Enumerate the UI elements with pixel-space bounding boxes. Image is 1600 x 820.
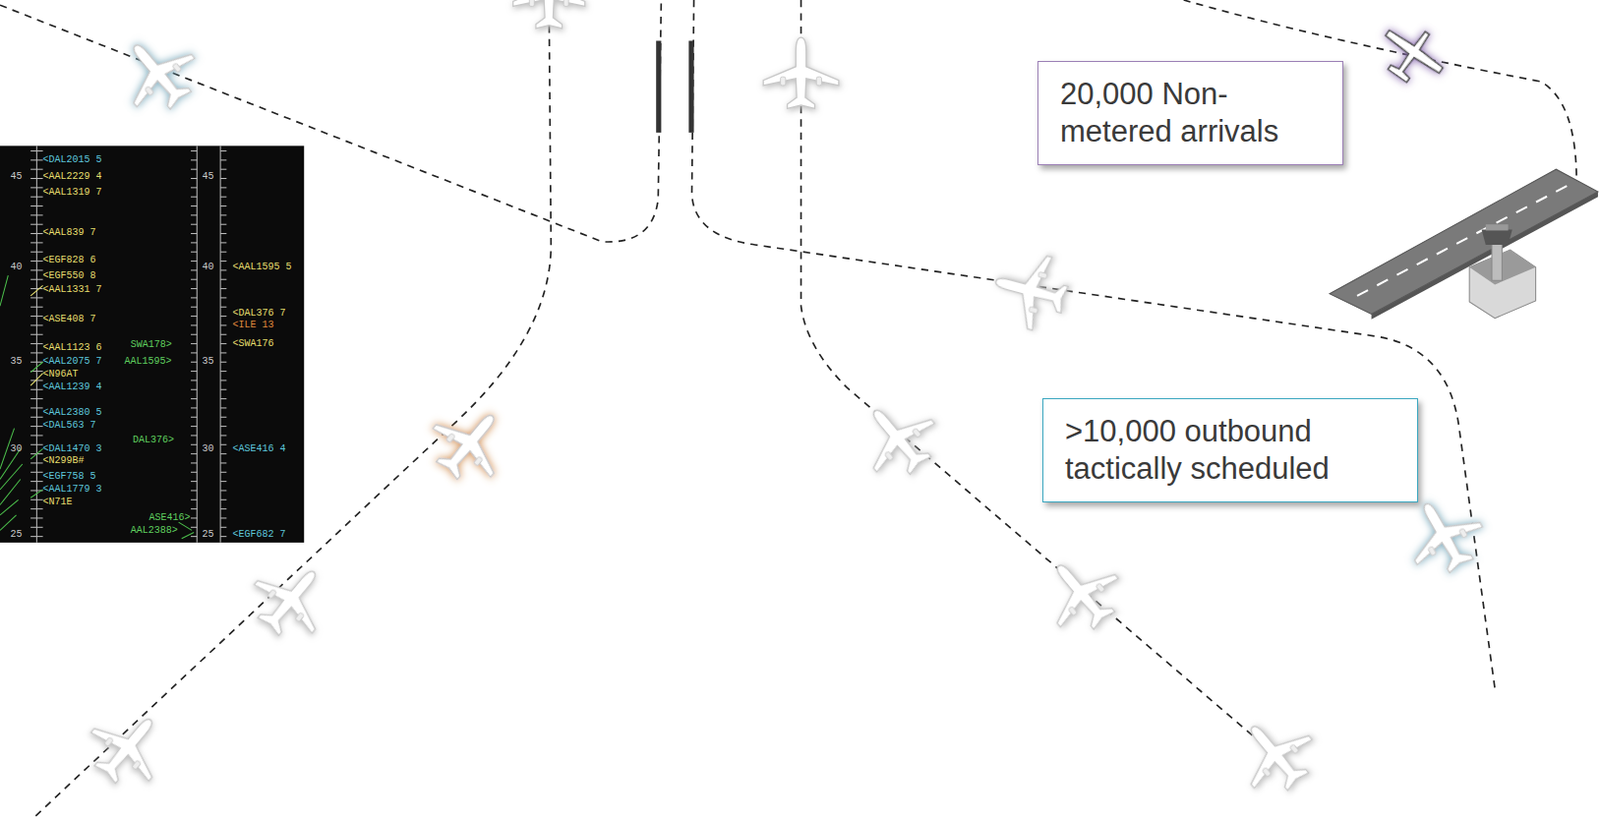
runway: [1329, 169, 1599, 319]
flight-label: <AAL2229 4: [43, 171, 103, 183]
flight-label: <EGF550 8: [43, 270, 97, 283]
flight-label: <N71E: [43, 496, 73, 509]
flight-label: <SWA176: [233, 338, 275, 351]
flight-label: <EGF682 7: [233, 529, 287, 541]
flight-label: <DAL376 7: [233, 307, 287, 320]
flight-label: DAL376>: [132, 434, 175, 447]
axis-number: 45: [201, 171, 214, 183]
flight-label: <AAL1123 6: [43, 342, 103, 355]
flight-label: <AAL839 7: [43, 227, 97, 239]
flight-label: ASE416>: [148, 512, 190, 525]
flight-label: <AAL1331 7: [43, 284, 103, 297]
callout-box: 20,000 Non-metered arrivals: [1037, 60, 1344, 166]
axis-number: 35: [201, 355, 214, 368]
axis-number: 30: [9, 443, 22, 456]
axis-number: 45: [9, 171, 22, 183]
flight-label: <ASE416 4: [233, 443, 287, 456]
flight-label: <AAL2380 5: [43, 407, 103, 419]
flight-label: <DAL2015 5: [43, 154, 103, 167]
flight-label: <AAL1239 4: [43, 381, 103, 394]
flight-label: <N96AT: [43, 368, 79, 381]
axis-number: 40: [201, 261, 214, 274]
flight-label: <N299B#: [43, 455, 85, 468]
flight-label: <AAL1319 7: [43, 186, 103, 199]
axis-number: 25: [9, 529, 22, 541]
flight-label: AAL2388>: [130, 525, 178, 537]
flight-label: SWA178>: [130, 339, 173, 352]
flight-label: <ILE 13: [233, 319, 275, 332]
flight-label: <AAL1595 5: [233, 261, 293, 274]
flight-label: <AAL2075 7: [43, 355, 103, 368]
callout-text: 20,000 Non-metered arrivals: [1060, 75, 1323, 151]
flight-label: AAL1595>: [124, 355, 173, 368]
axis-number: 35: [9, 355, 22, 368]
flight-label: <DAL1470 3: [43, 443, 103, 456]
flight-label: <ASE408 7: [43, 313, 97, 326]
flight-label: <DAL563 7: [43, 419, 97, 432]
callout-box: >10,000 outbound tactically scheduled: [1042, 398, 1419, 503]
flight-label: <EGF758 5: [43, 471, 97, 483]
flight-label: <AAL1779 3: [43, 483, 103, 496]
axis-number: 25: [201, 529, 214, 541]
callout-text: >10,000 outbound tactically scheduled: [1065, 413, 1398, 488]
timeline-panel: [0, 145, 304, 543]
flight-label: <EGF828 6: [43, 254, 97, 267]
axis-number: 40: [9, 261, 22, 274]
axis-number: 30: [201, 443, 214, 456]
